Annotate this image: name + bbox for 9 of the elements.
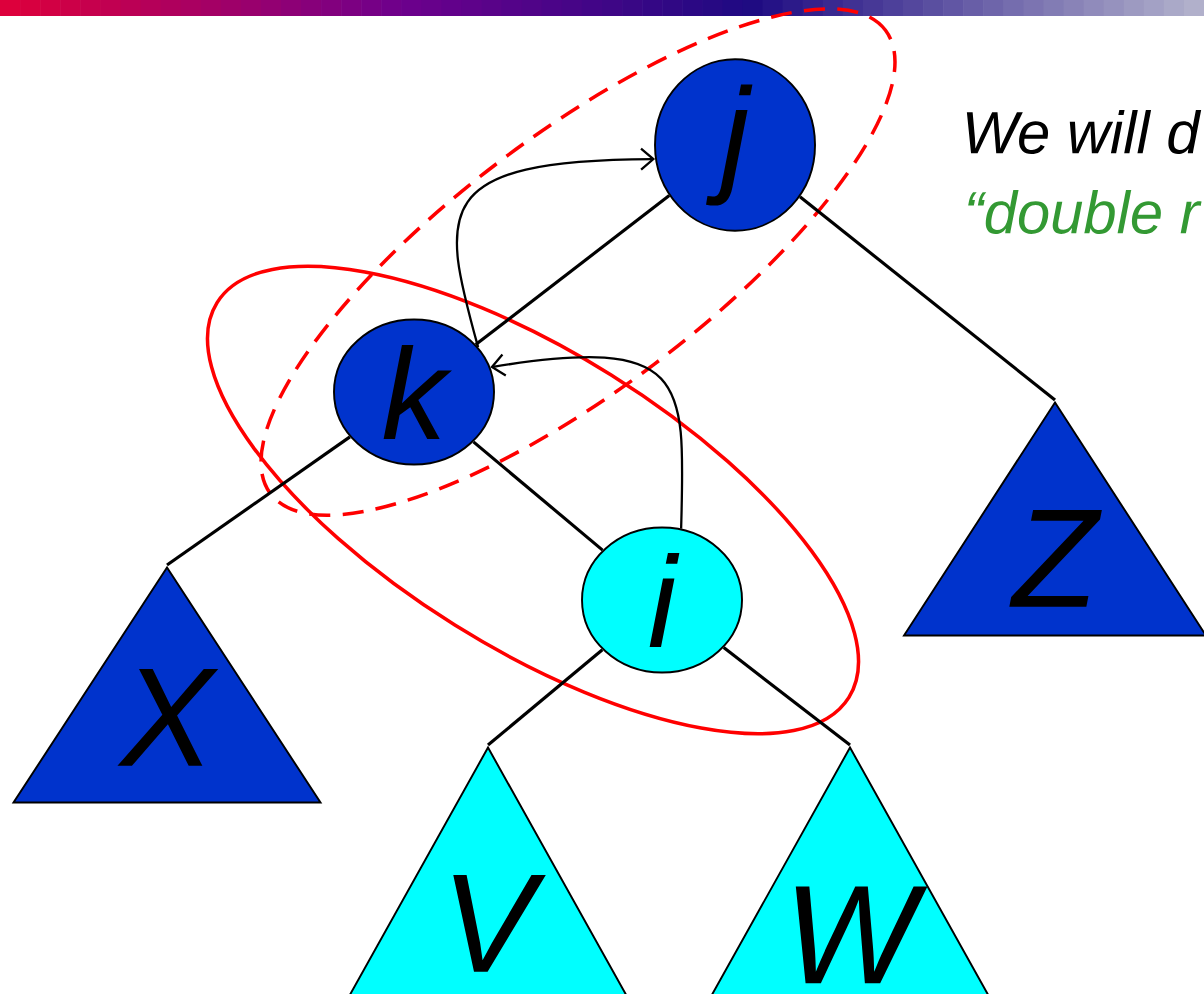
tree-edge: [487, 648, 604, 747]
note-text: “double r: [968, 190, 1202, 234]
tree-edge: [166, 435, 351, 567]
note-text: We will d: [966, 110, 1202, 154]
rotation-arrow: [490, 353, 684, 529]
tree-edge: [472, 440, 604, 552]
tree-edge: [474, 194, 671, 346]
tree-edge: [722, 646, 851, 747]
rotation-arrow: [455, 147, 656, 348]
